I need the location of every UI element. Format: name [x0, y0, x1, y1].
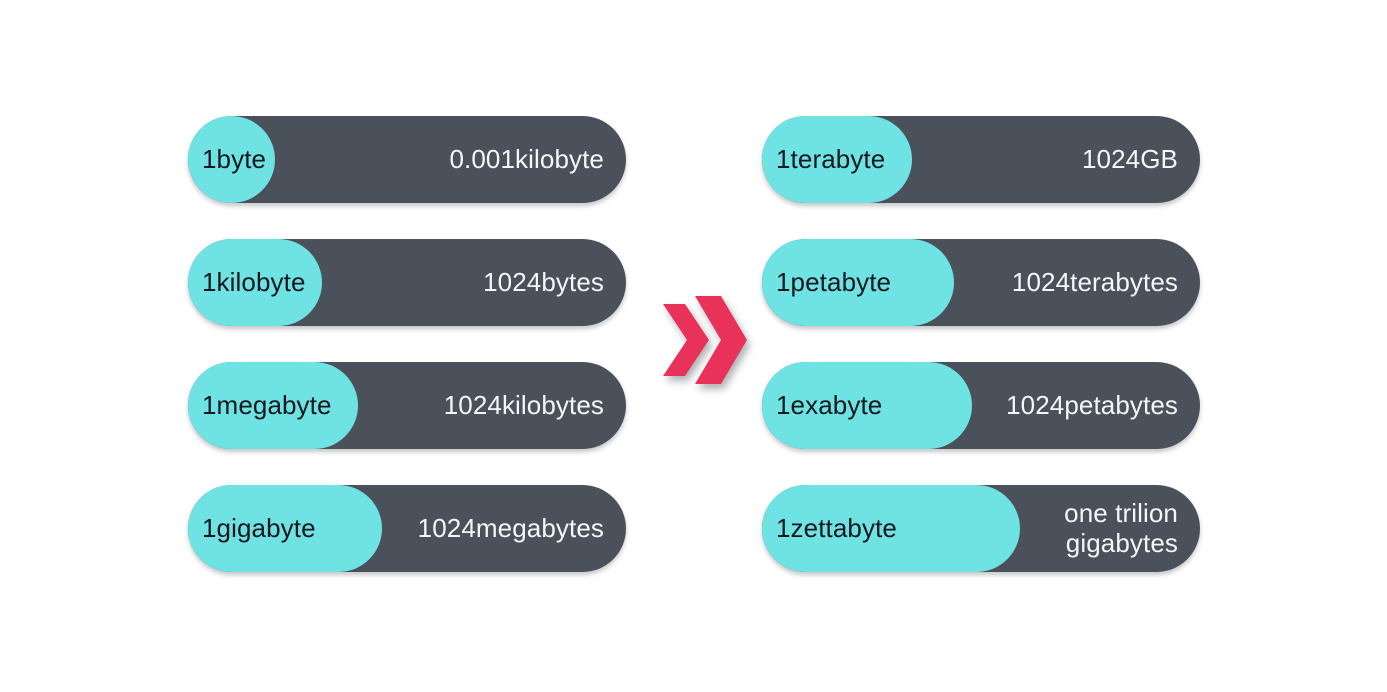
unit-pill: 1byte [188, 116, 275, 203]
unit-pill: 1exabyte [762, 362, 972, 449]
unit-pill: 1zettabyte [762, 485, 1020, 572]
unit-value-label: one trilion gigabytes [1064, 498, 1178, 558]
unit-pill: 1kilobyte [188, 239, 322, 326]
unit-pill: 1megabyte [188, 362, 358, 449]
unit-pill: 1terabyte [762, 116, 912, 203]
unit-pill: 1gigabyte [188, 485, 382, 572]
double-chevron-right-icon [655, 288, 751, 392]
unit-value-label: 1024GB [1081, 143, 1178, 174]
unit-name-label: 1terabyte [776, 144, 886, 174]
unit-value-label: 1024petabytes [1006, 389, 1178, 420]
unit-value-label: 1024bytes [483, 266, 604, 297]
unit-value-label: 1024kilobytes [443, 389, 604, 420]
unit-name-label: 1gigabyte [202, 513, 316, 543]
unit-name-label: 1byte [202, 144, 267, 174]
unit-name-label: 1petabyte [776, 267, 892, 297]
unit-pill: 1petabyte [762, 239, 954, 326]
unit-name-label: 1megabyte [202, 390, 332, 420]
unit-value-label: 0.001kilobyte [449, 143, 604, 174]
unit-name-label: 1exabyte [776, 390, 883, 420]
unit-value-label: 1024megabytes [417, 512, 604, 543]
unit-name-label: 1kilobyte [202, 267, 306, 297]
unit-name-label: 1zettabyte [776, 513, 897, 543]
unit-value-label: 1024terabytes [1011, 266, 1178, 297]
